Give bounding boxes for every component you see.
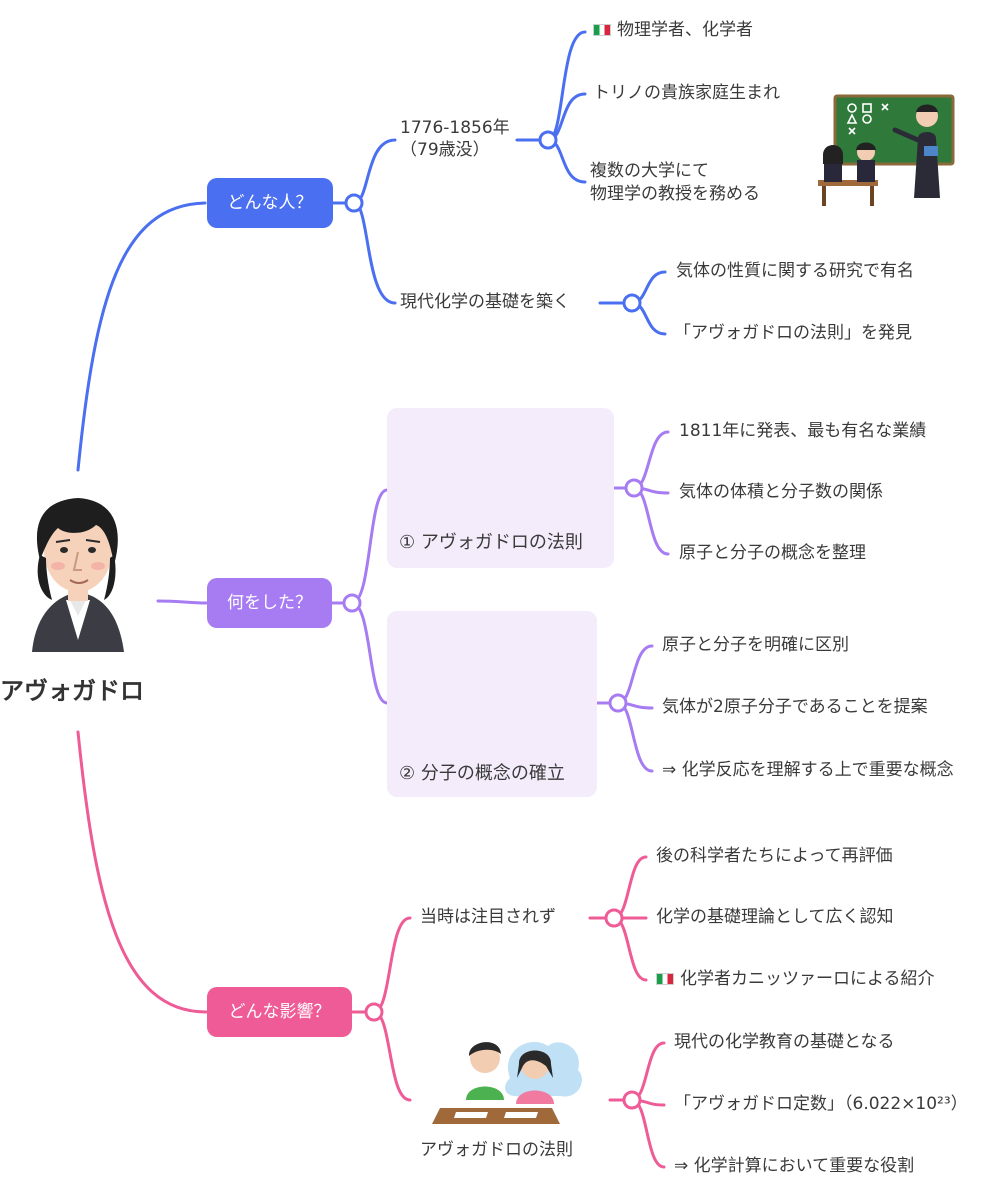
italy-flag-icon bbox=[593, 24, 611, 36]
molecule-item-diatomic: 気体が2原子分子であることを提案 bbox=[662, 697, 928, 717]
foundation-item-law: 「アヴォガドロの法則」を発見 bbox=[674, 323, 912, 343]
education-item-calculation: ⇒ 化学計算において重要な役割 bbox=[674, 1156, 915, 1176]
education-item-basis: 現代の化学教育の基礎となる bbox=[674, 1032, 895, 1052]
italy-flag-icon bbox=[656, 973, 674, 985]
node-dot bbox=[622, 293, 642, 313]
molecule-card-title: ② 分子の概念の確立 bbox=[399, 763, 565, 784]
law-item-concepts: 原子と分子の概念を整理 bbox=[679, 543, 866, 563]
node-dot bbox=[608, 693, 628, 713]
who-item-professor: 複数の大学にて 物理学の教授を務める bbox=[590, 161, 760, 204]
avogadro-portrait-icon bbox=[32, 498, 124, 652]
education-item-constant: 「アヴォガドロ定数」（6.022×10²³） bbox=[674, 1094, 968, 1114]
root-connectors bbox=[76, 201, 208, 1014]
life-years-line2: （79歳没） bbox=[400, 140, 490, 161]
node-dot bbox=[344, 193, 364, 213]
node-dot bbox=[604, 908, 624, 928]
law-item-published: 1811年に発表、最も有名な業績 bbox=[679, 421, 927, 441]
who-item-profession: 物理学者、化学者 bbox=[593, 20, 753, 41]
ignored-item-recognized: 化学の基礎理論として広く認知 bbox=[656, 907, 894, 927]
life-years: 1776-1856年 （79歳没） bbox=[400, 117, 510, 161]
connector-root-who bbox=[76, 201, 207, 472]
molecule-card[interactable] bbox=[387, 611, 597, 797]
molecule-item-reaction: ⇒ 化学反応を理解する上で重要な概念 bbox=[662, 760, 954, 780]
who-item-birth: トリノの貴族家庭生まれ bbox=[593, 83, 780, 103]
branch-impact[interactable]: どんな影響？ bbox=[207, 987, 352, 1037]
students-studying-illustration-icon bbox=[432, 1041, 582, 1124]
education-label: アヴォガドロの法則 bbox=[420, 1140, 573, 1160]
node-dot bbox=[622, 1090, 642, 1110]
classroom-illustration-icon bbox=[818, 94, 955, 206]
node-dot bbox=[624, 478, 644, 498]
foundation-item-gas: 気体の性質に関する研究で有名 bbox=[676, 261, 914, 281]
ignored-item-cannizzaro: 化学者カニッツァーロによる紹介 bbox=[656, 969, 935, 990]
node-dot bbox=[364, 1002, 384, 1022]
life-years-line1: 1776-1856年 bbox=[400, 118, 510, 138]
foundation-label: 現代化学の基礎を築く bbox=[400, 292, 570, 312]
connector-root-what bbox=[156, 599, 208, 605]
ignored-label: 当時は注目されず bbox=[420, 907, 556, 927]
branch-who[interactable]: どんな人？ bbox=[207, 178, 333, 228]
node-dot bbox=[538, 130, 558, 150]
connector-root-impact bbox=[76, 730, 208, 1014]
node-dot bbox=[342, 593, 362, 613]
ignored-item-reevaluated: 後の科学者たちによって再評価 bbox=[656, 846, 893, 866]
law-item-volume: 気体の体積と分子数の関係 bbox=[679, 482, 883, 502]
branch-what[interactable]: 何をした？ bbox=[207, 578, 332, 628]
molecule-item-distinguish: 原子と分子を明確に区別 bbox=[662, 635, 849, 655]
root-name: アヴォガドロ bbox=[0, 677, 144, 705]
law-card-title: ① アヴォガドロの法則 bbox=[399, 532, 583, 553]
law-card[interactable] bbox=[387, 408, 614, 568]
